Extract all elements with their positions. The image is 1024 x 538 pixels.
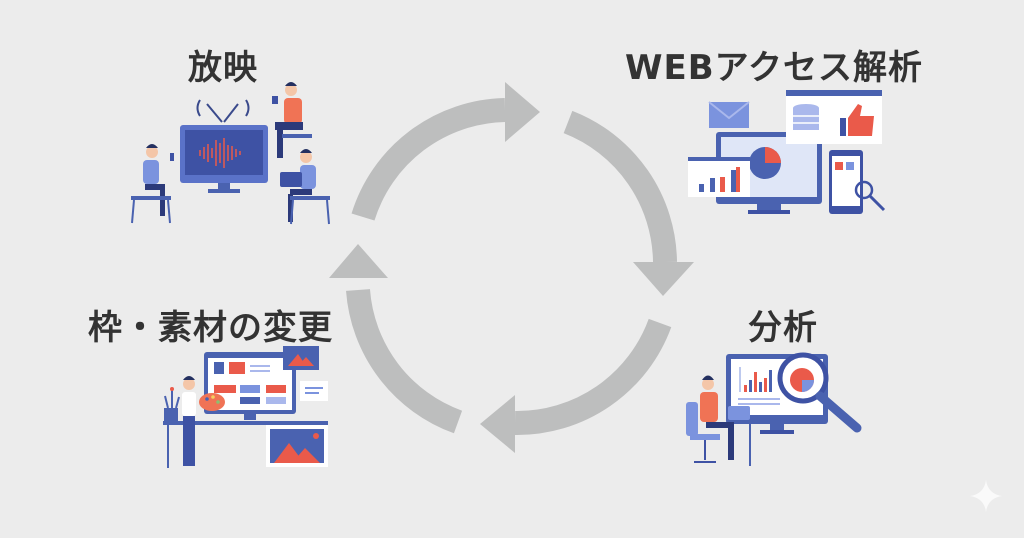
step-label-broadcast: 放映	[188, 48, 258, 88]
step-label-web-analytics: WEBアクセス解析	[625, 48, 923, 88]
arrowhead-top	[505, 82, 540, 142]
arrowhead-left	[329, 244, 388, 278]
arrow-left	[346, 288, 463, 434]
arrow-bottom	[514, 318, 672, 436]
arrowhead-right	[633, 262, 694, 296]
step-label-change-assets: 枠・素材の変更	[88, 308, 333, 348]
step-label-analysis: 分析	[748, 308, 818, 348]
arrow-right	[563, 110, 677, 263]
arrow-top	[351, 98, 506, 221]
arrowhead-bottom	[480, 395, 515, 453]
